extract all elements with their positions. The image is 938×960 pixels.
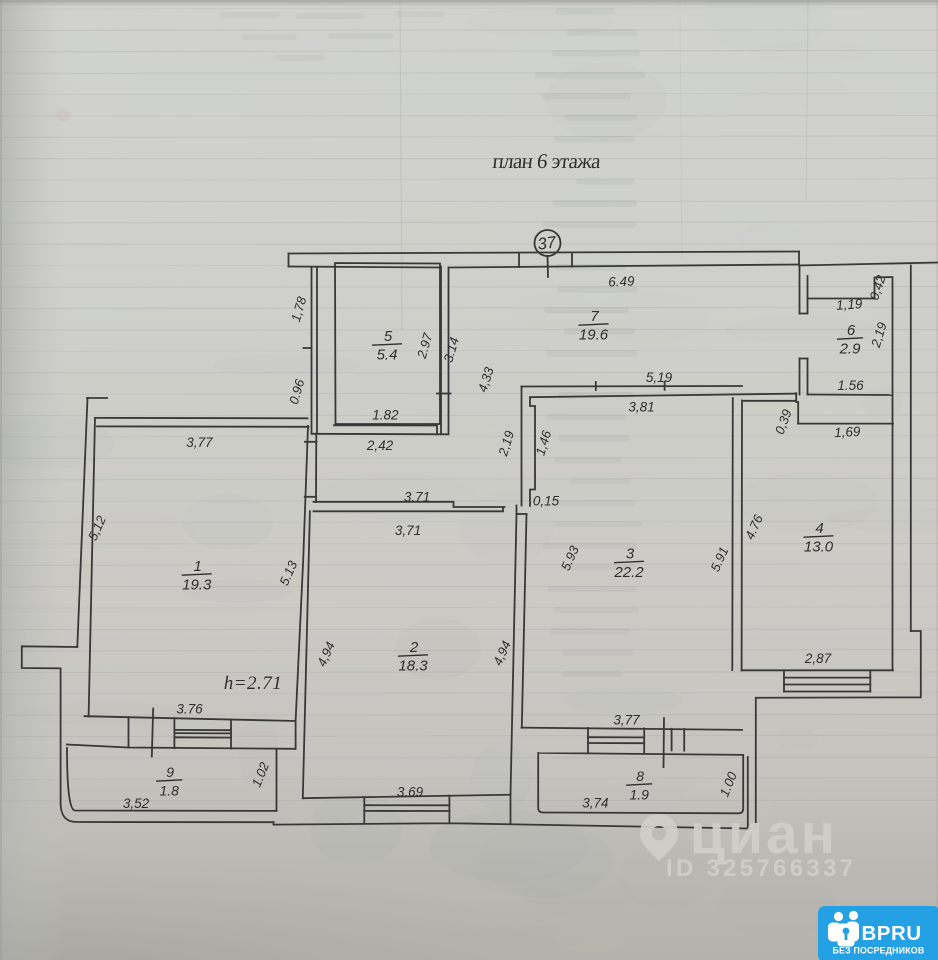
svg-text:1,46: 1,46 [533, 428, 555, 457]
svg-text:1,69: 1,69 [834, 424, 862, 440]
svg-text:2,42: 2,42 [366, 438, 394, 453]
svg-text:1.56: 1.56 [837, 378, 864, 393]
svg-text:0,15: 0,15 [533, 494, 560, 509]
svg-text:3.14: 3.14 [440, 336, 461, 364]
svg-text:19.6: 19.6 [579, 327, 609, 344]
svg-text:3,71: 3,71 [395, 523, 421, 538]
svg-text:3,77: 3,77 [186, 435, 213, 450]
svg-text:5.4: 5.4 [377, 347, 398, 364]
svg-text:2,87: 2,87 [804, 651, 832, 666]
svg-text:22.2: 22.2 [613, 564, 644, 581]
svg-text:1,78: 1,78 [288, 294, 310, 323]
svg-text:2,19: 2,19 [868, 320, 890, 350]
svg-text:13.0: 13.0 [804, 539, 834, 556]
svg-text:3,77: 3,77 [613, 713, 640, 728]
svg-text:3: 3 [626, 546, 635, 563]
svg-text:3.76: 3.76 [176, 702, 203, 717]
svg-text:3,81: 3,81 [628, 400, 654, 415]
svg-text:2.97: 2.97 [414, 331, 436, 361]
svg-text:1.82: 1.82 [372, 408, 399, 423]
svg-text:БЕЗ ПОСРЕДНИКОВ: БЕЗ ПОСРЕДНИКОВ [833, 946, 925, 956]
svg-text:37: 37 [536, 233, 557, 253]
svg-text:4: 4 [815, 520, 823, 537]
svg-text:0.96: 0.96 [286, 377, 308, 406]
svg-text:5,19: 5,19 [646, 370, 673, 385]
svg-text:план 6 этажа: план 6 этажа [491, 149, 602, 173]
svg-text:1.8: 1.8 [159, 783, 179, 799]
svg-text:6: 6 [847, 322, 856, 339]
svg-text:циан: циан [690, 802, 835, 866]
svg-text:3,52: 3,52 [123, 796, 150, 811]
svg-text:5: 5 [384, 328, 393, 345]
svg-text:BPRU: BPRU [862, 922, 922, 945]
svg-text:19.3: 19.3 [182, 577, 212, 594]
svg-text:1,19: 1,19 [836, 296, 864, 313]
svg-text:3.71: 3.71 [404, 490, 430, 505]
svg-text:h=2.71: h=2.71 [224, 673, 283, 694]
svg-text:2: 2 [409, 639, 419, 656]
svg-text:9: 9 [166, 764, 174, 780]
svg-text:2,19: 2,19 [495, 429, 517, 459]
svg-text:8: 8 [636, 768, 644, 784]
svg-text:1: 1 [194, 558, 202, 575]
svg-text:6.49: 6.49 [608, 274, 635, 290]
svg-text:3.69: 3.69 [397, 785, 424, 800]
svg-text:18.3: 18.3 [398, 658, 428, 675]
svg-text:2.9: 2.9 [839, 341, 862, 358]
svg-text:7: 7 [590, 308, 599, 325]
svg-text:3,74: 3,74 [582, 796, 608, 811]
svg-text:1.9: 1.9 [629, 787, 649, 803]
